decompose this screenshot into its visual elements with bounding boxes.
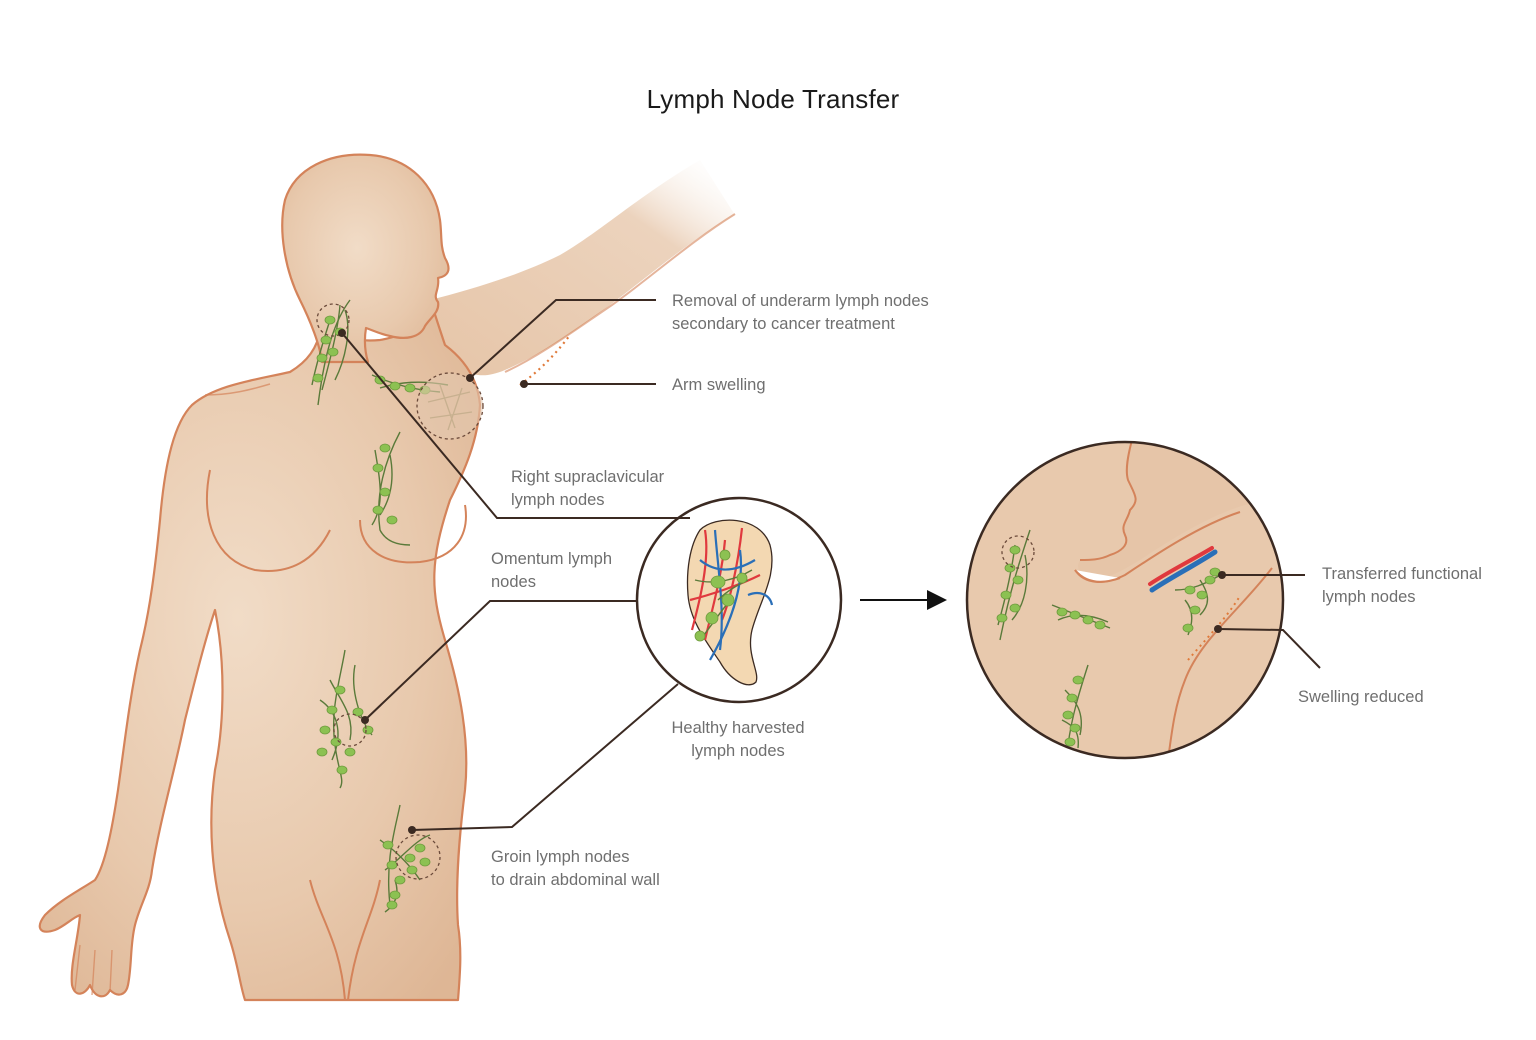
diagram-title: Lymph Node Transfer [0, 84, 1536, 115]
result-inset [960, 440, 1295, 760]
underarm-removal-circle [417, 373, 483, 439]
label-swelling-reduced: Swelling reduced [1298, 686, 1424, 709]
raised-arm [430, 160, 735, 375]
torso [40, 305, 480, 1000]
label-arm-swelling: Arm swelling [672, 374, 766, 397]
harvested-node-inset [637, 498, 841, 702]
